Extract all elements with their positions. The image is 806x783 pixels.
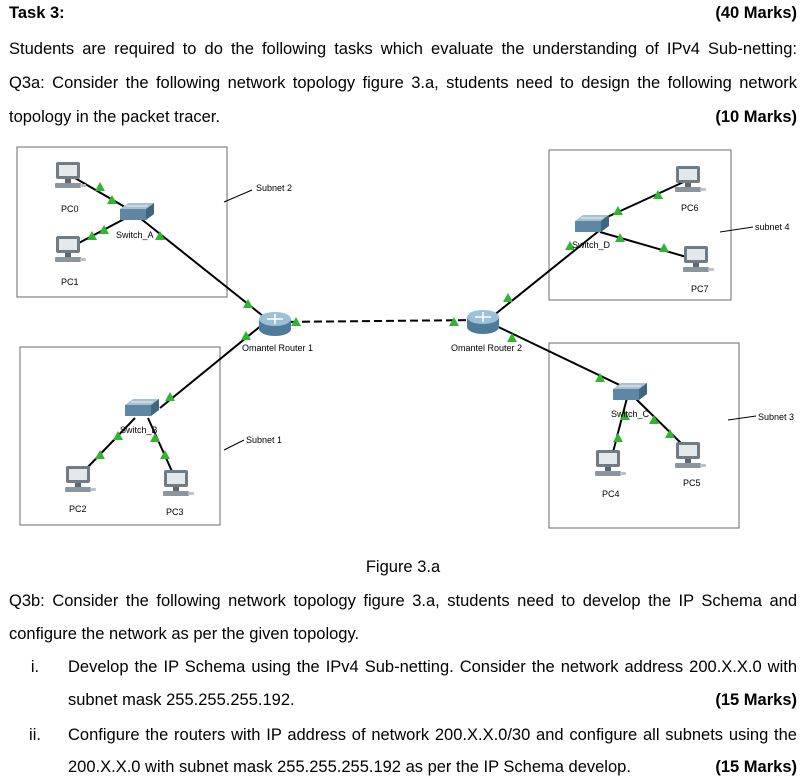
router-1-label: Omantel Router 1 bbox=[242, 343, 313, 353]
switch-c-icon bbox=[612, 382, 648, 401]
pc2-label: PC2 bbox=[69, 504, 87, 514]
subnet-2-label: Subnet 2 bbox=[256, 183, 292, 193]
pc0-icon bbox=[55, 162, 86, 188]
switch-d-label: Switch_D bbox=[572, 240, 611, 250]
switch-a-icon bbox=[119, 202, 155, 221]
subnet-4-label: subnet 4 bbox=[755, 222, 790, 232]
pc6-label: PC6 bbox=[681, 203, 699, 213]
pc4-label: PC4 bbox=[602, 489, 620, 499]
q3a-line2: topology in the packet tracer. bbox=[9, 108, 220, 126]
item-2-line1: Configure the routers with IP address of… bbox=[68, 726, 797, 744]
item-2-number: ii. bbox=[29, 726, 41, 744]
figure-caption: Figure 3.a bbox=[365, 558, 441, 576]
router-1-icon bbox=[258, 311, 292, 337]
item-1-line1: Develop the IP Schema using the IPv4 Sub… bbox=[68, 658, 797, 676]
pc5-label: PC5 bbox=[683, 478, 701, 488]
item-2-line2: 200.X.X.0 with subnet mask 255.255.255.1… bbox=[68, 758, 631, 776]
router-2-label: Omantel Router 2 bbox=[451, 343, 522, 353]
item-1-marks: (15 Marks) bbox=[715, 691, 797, 709]
item-1-line2: subnet mask 255.255.255.192. bbox=[68, 691, 295, 709]
q3a-line1: Q3a: Consider the following network topo… bbox=[9, 74, 797, 92]
item-2-line2-row: 200.X.X.0 with subnet mask 255.255.255.1… bbox=[68, 758, 797, 777]
subnet-2-box bbox=[16, 146, 228, 298]
item-1-number: i. bbox=[30, 658, 40, 676]
network-topology-figure: PC0 PC1 PC2 PC3 PC4 PC5 PC6 PC7 Switch_A… bbox=[16, 146, 794, 529]
q3a-marks: (10 Marks) bbox=[715, 108, 797, 126]
q3a-line2-row: topology in the packet tracer. (10 Marks… bbox=[9, 108, 797, 127]
pc6-icon bbox=[675, 166, 706, 192]
pc7-icon bbox=[683, 246, 714, 272]
q3b-line2: configure the network as per the given t… bbox=[9, 625, 360, 643]
intro-text: Students are required to do the followin… bbox=[9, 40, 797, 58]
task-heading: Task 3: (40 Marks) bbox=[9, 4, 797, 23]
pc2-icon bbox=[65, 466, 96, 492]
q3b-line1: Q3b: Consider the following network topo… bbox=[9, 592, 797, 610]
router-2-icon bbox=[466, 309, 500, 335]
subnet-1-label: Subnet 1 bbox=[246, 435, 282, 445]
subnet-3-box bbox=[548, 342, 740, 529]
pc3-label: PC3 bbox=[166, 507, 184, 517]
item-1-line2-row: subnet mask 255.255.255.192. (15 Marks) bbox=[68, 691, 797, 710]
switch-a-label: Switch_A bbox=[116, 230, 154, 240]
subnet-4-box bbox=[548, 149, 732, 301]
task-title: Task 3: bbox=[9, 4, 65, 22]
pc7-label: PC7 bbox=[691, 284, 709, 294]
pc1-icon bbox=[55, 236, 86, 262]
subnet-1-box bbox=[19, 346, 221, 526]
subnet-3-label: Subnet 3 bbox=[758, 412, 794, 422]
item-2-marks: (15 Marks) bbox=[715, 758, 797, 776]
switch-b-label: Switch_B bbox=[120, 425, 158, 435]
pc3-icon bbox=[163, 470, 194, 496]
switch-d-icon bbox=[574, 214, 610, 233]
pc1-label: PC1 bbox=[61, 277, 79, 287]
task-marks: (40 Marks) bbox=[715, 4, 797, 22]
pc4-icon bbox=[595, 450, 626, 476]
switch-b-icon bbox=[124, 398, 160, 417]
pc5-icon bbox=[675, 442, 706, 468]
switch-c-label: Switch_C bbox=[611, 409, 650, 419]
pc0-label: PC0 bbox=[61, 204, 79, 214]
